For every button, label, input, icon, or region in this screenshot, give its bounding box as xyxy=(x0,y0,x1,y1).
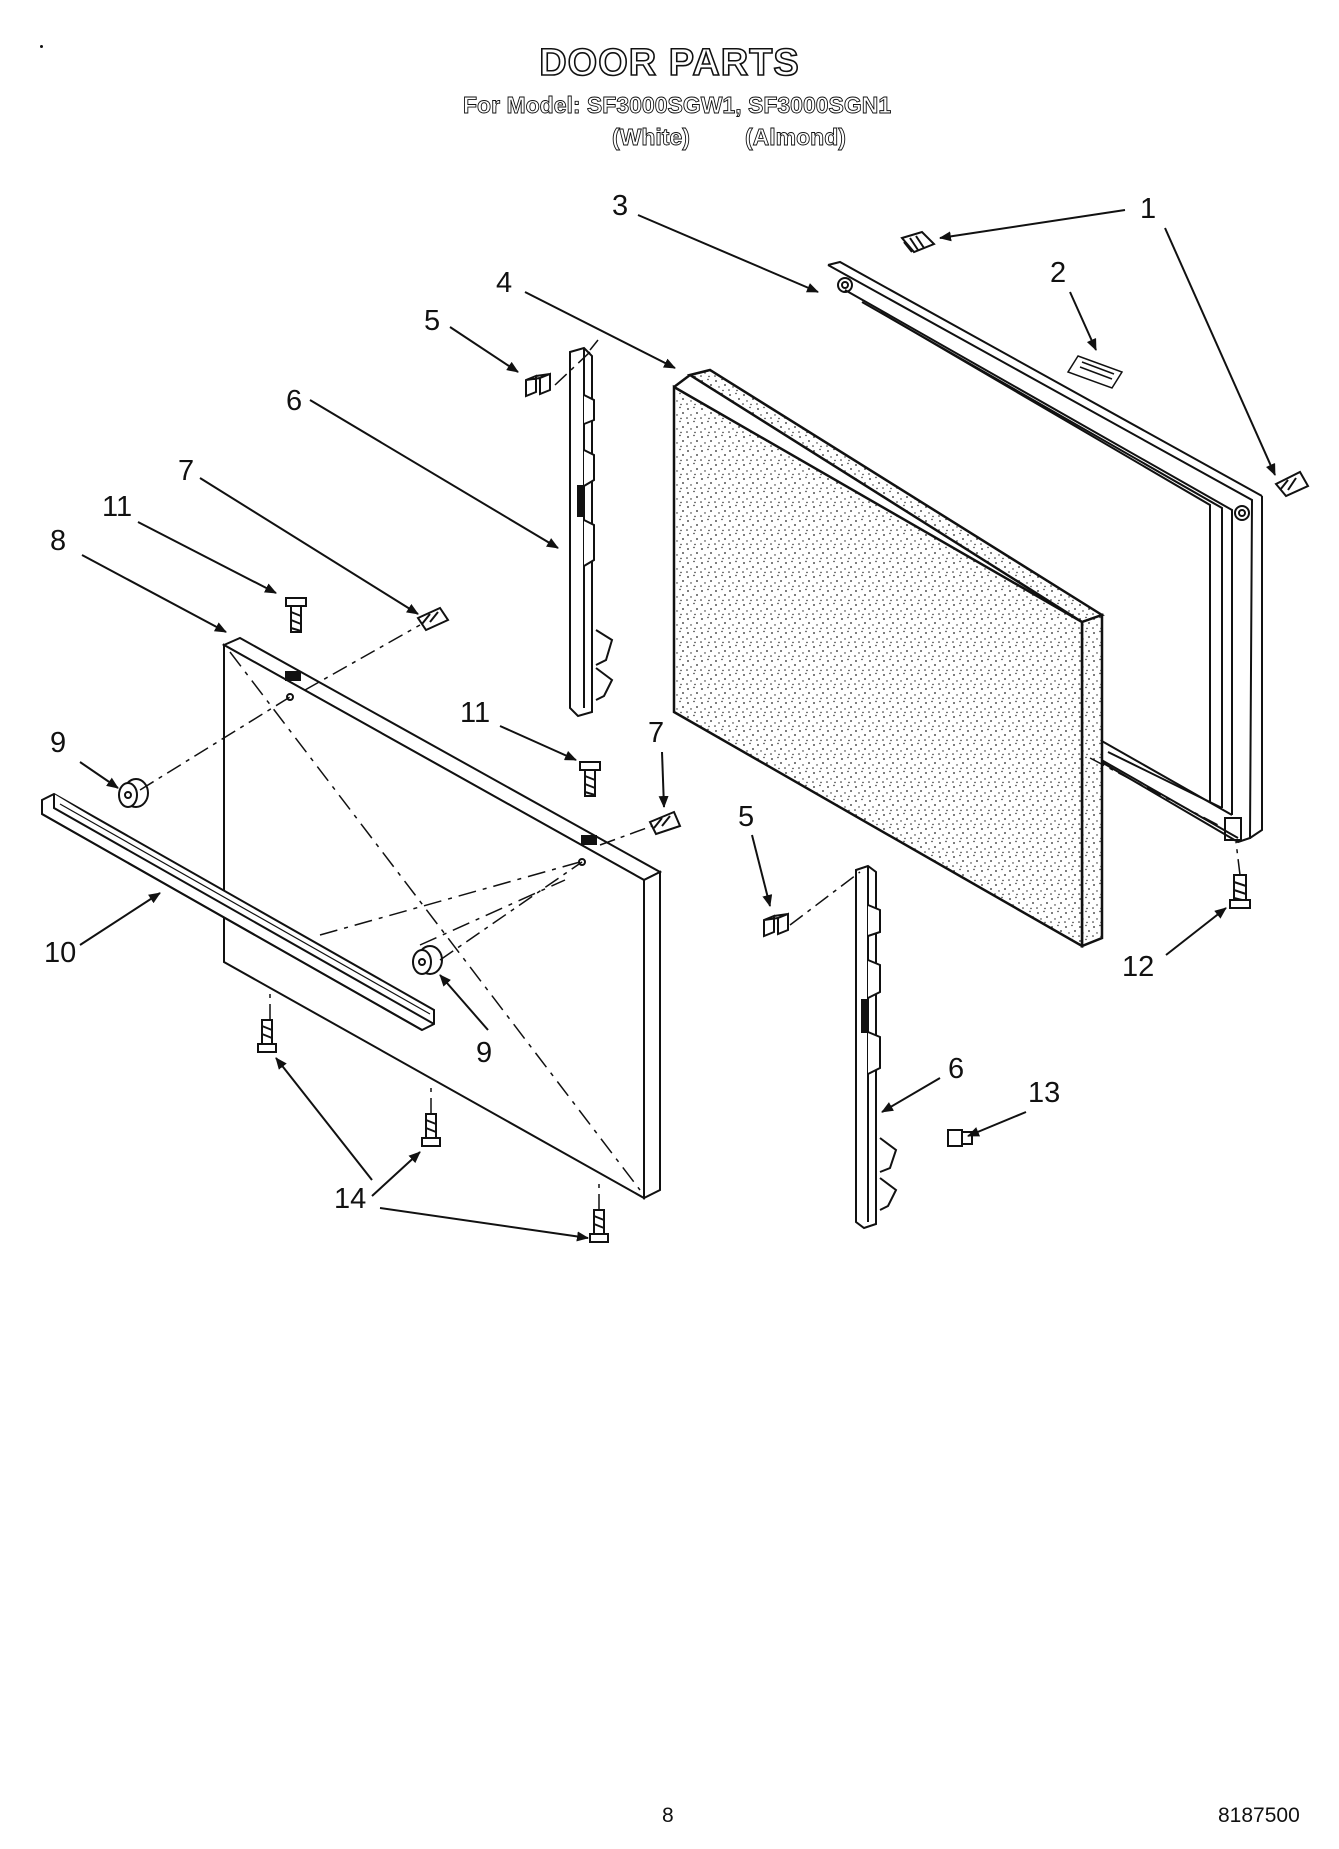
leader-lines xyxy=(79,209,1276,1242)
callout-1: 1 xyxy=(1140,193,1156,225)
door-label xyxy=(1066,355,1124,389)
callout-13: 13 xyxy=(1028,1077,1060,1109)
door-insulation xyxy=(672,368,1105,949)
spacer-9-right xyxy=(412,945,443,975)
door-trim-channel xyxy=(41,792,435,1032)
page-number: 8 xyxy=(662,1804,674,1827)
callout-4: 4 xyxy=(496,267,512,299)
callout-6-right: 6 xyxy=(948,1053,964,1085)
alignment-lines xyxy=(139,339,1241,1210)
hinge-screw-12 xyxy=(1229,874,1251,909)
hinge-channel-right xyxy=(855,864,898,1230)
corner-dot xyxy=(40,45,43,48)
trim-screw-11-left xyxy=(285,597,307,633)
door-clip-upper xyxy=(525,372,551,398)
callout-11-right: 11 xyxy=(460,697,490,729)
callout-5-lower: 5 xyxy=(738,801,754,833)
frame-screw-right xyxy=(1274,470,1310,498)
callout-7-top: 7 xyxy=(178,455,194,487)
color-white-label: (White) xyxy=(612,124,691,151)
door-clip-13 xyxy=(947,1129,973,1147)
page-title: DOOR PARTS xyxy=(538,41,800,85)
model-line: For Model: SF3000SGW1, SF3000SGN1 xyxy=(463,92,892,119)
trim-screw-11-right xyxy=(579,761,601,797)
spacer-9-left xyxy=(118,778,149,808)
panel-screw-7-side xyxy=(648,810,682,836)
inner-door-frame xyxy=(827,260,1263,844)
panel-screw-7-top xyxy=(416,606,450,632)
hinge-channel-left xyxy=(569,346,614,718)
callout-10: 10 xyxy=(44,937,76,969)
callout-6-left: 6 xyxy=(286,385,302,417)
callout-3: 3 xyxy=(612,190,628,222)
callout-2: 2 xyxy=(1050,257,1066,289)
callout-5-upper: 5 xyxy=(424,305,440,337)
door-clip-lower xyxy=(763,912,789,938)
color-almond-label: (Almond) xyxy=(745,124,847,151)
callout-9-left: 9 xyxy=(50,727,66,759)
callout-8: 8 xyxy=(50,525,66,557)
callout-11-left: 11 xyxy=(102,491,132,523)
callout-14: 14 xyxy=(334,1183,366,1215)
bottom-screw-14c xyxy=(589,1209,609,1243)
bottom-screw-14b xyxy=(421,1113,441,1147)
diagram-header: DOOR PARTS For Model: SF3000SGW1, SF3000… xyxy=(0,0,1339,160)
bottom-screw-14a xyxy=(257,1019,277,1053)
frame-screw-top xyxy=(900,230,936,254)
panel-dash-diagonals xyxy=(229,651,641,1191)
callout-7-side: 7 xyxy=(648,717,664,749)
outer-door-panel xyxy=(221,636,663,1200)
callout-9-right: 9 xyxy=(476,1037,492,1069)
document-number: 8187500 xyxy=(1218,1804,1300,1827)
callout-12: 12 xyxy=(1122,951,1154,983)
